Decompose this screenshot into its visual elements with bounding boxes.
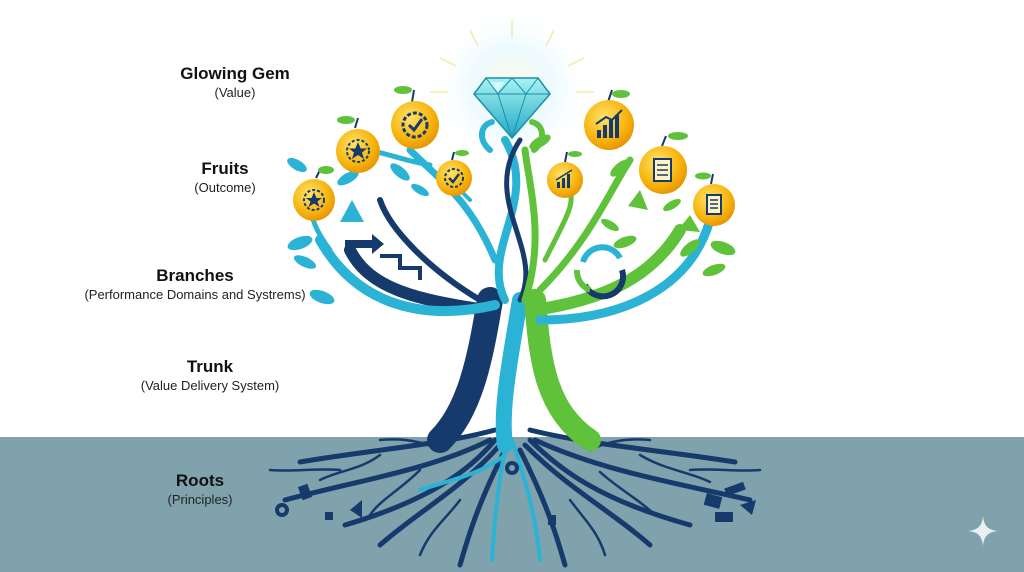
fruit-document-2 bbox=[693, 172, 735, 226]
root-icons bbox=[275, 461, 756, 525]
fruit-trend-chart bbox=[584, 89, 634, 150]
roots bbox=[268, 427, 762, 568]
label-title: Trunk bbox=[186, 357, 234, 376]
label-subtitle: (Principles) bbox=[167, 492, 233, 507]
check-gear-icon bbox=[401, 111, 429, 139]
soil-background bbox=[0, 437, 1024, 572]
label-trunk: Trunk (Value Delivery System) bbox=[105, 357, 315, 395]
cycle-arrows-icon bbox=[573, 244, 627, 300]
label-subtitle: (Value Delivery System) bbox=[140, 378, 280, 393]
document-icon bbox=[706, 194, 722, 215]
label-title: Branches bbox=[156, 266, 234, 285]
fruit-check-1 bbox=[391, 86, 439, 149]
fruit-bar-chart bbox=[547, 151, 583, 198]
label-title: Glowing Gem bbox=[180, 64, 290, 83]
fruit-star-1 bbox=[293, 166, 335, 221]
bar-chart-icon bbox=[555, 169, 573, 188]
label-title: Fruits bbox=[201, 159, 249, 178]
diamond-gem-icon bbox=[473, 77, 551, 140]
label-glowing-gem: Glowing Gem (Value) bbox=[160, 64, 310, 102]
star-gear-icon bbox=[346, 139, 370, 163]
star-gear-icon bbox=[303, 189, 325, 211]
leaves bbox=[287, 134, 736, 305]
document-icon bbox=[653, 158, 672, 182]
check-gear-icon bbox=[444, 168, 464, 188]
hands bbox=[479, 119, 545, 153]
fruit-star-2 bbox=[336, 116, 380, 173]
label-branches: Branches (Performance Domains and Systre… bbox=[60, 266, 330, 304]
label-subtitle: (Outcome) bbox=[194, 180, 256, 195]
branch-arrows bbox=[340, 190, 700, 300]
fruit-document-1 bbox=[639, 132, 688, 194]
label-subtitle: (Value) bbox=[214, 85, 256, 100]
sparkle-icon bbox=[968, 516, 998, 546]
label-roots: Roots (Principles) bbox=[145, 471, 255, 509]
fruit-check-2 bbox=[436, 150, 472, 196]
label-fruits: Fruits (Outcome) bbox=[155, 159, 295, 197]
label-title: Roots bbox=[175, 471, 225, 490]
branches bbox=[309, 136, 715, 325]
trend-chart-icon bbox=[595, 109, 623, 138]
label-subtitle: (Performance Domains and Systrems) bbox=[84, 287, 306, 302]
